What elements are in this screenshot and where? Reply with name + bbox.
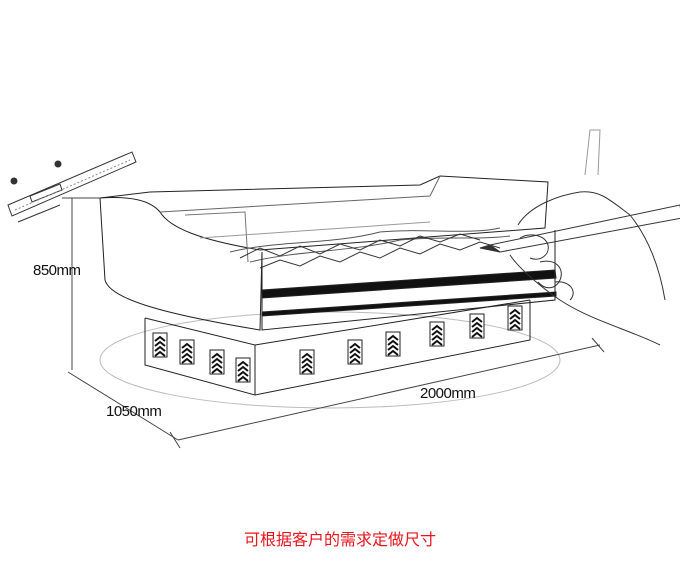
vent-slat — [237, 370, 249, 377]
vent-slat — [387, 334, 399, 341]
hand-with-pencil-icon — [479, 129, 680, 346]
vent-slat — [301, 362, 313, 369]
vent-slat — [237, 365, 249, 372]
vent-slat — [211, 352, 223, 359]
vent-slat — [211, 357, 223, 364]
custom-size-caption: 可根据客户的需求定做尺寸 — [243, 530, 436, 549]
height-dimension-label: 850mm — [33, 262, 81, 279]
vent-slat — [509, 323, 521, 330]
vent-slat — [431, 339, 443, 346]
caliper-icon — [7, 151, 137, 223]
vent-slat — [154, 340, 166, 347]
vent-slat — [154, 335, 166, 342]
vent-slat — [181, 342, 193, 349]
vent-slat — [154, 345, 166, 352]
vent-slat — [387, 339, 399, 346]
vent-slat — [471, 321, 483, 328]
floor-ring — [99, 311, 561, 409]
vent-slat — [471, 326, 483, 333]
vent-slat — [349, 357, 361, 364]
length-dimension-label: 2000mm — [420, 385, 476, 402]
vent-slat — [301, 357, 313, 364]
vent-slat — [154, 350, 166, 357]
vent-slat — [211, 362, 223, 369]
depth-dimension-label: 1050mm — [106, 403, 162, 420]
vent-slat — [471, 316, 483, 323]
vent-slat — [181, 352, 193, 359]
vent-slat — [349, 342, 361, 349]
vent-slat — [181, 357, 193, 364]
vent-slat — [509, 308, 521, 315]
vent-slat — [301, 352, 313, 359]
vent-slat — [431, 334, 443, 341]
vent-slat — [237, 375, 249, 382]
vent-slat — [349, 347, 361, 354]
vent-slat — [237, 360, 249, 367]
dimension-lines — [62, 197, 605, 449]
vent-slat — [431, 324, 443, 331]
display-case — [99, 175, 557, 396]
vent-slat — [301, 367, 313, 374]
vent-slat — [509, 318, 521, 325]
vent-grilles — [152, 305, 523, 383]
vent-slat — [387, 349, 399, 356]
vent-slat — [471, 331, 483, 338]
vent-slat — [509, 313, 521, 320]
vent-slat — [387, 344, 399, 351]
vent-slat — [431, 329, 443, 336]
vent-slat — [181, 347, 193, 354]
vent-slat — [349, 352, 361, 359]
vent-slat — [211, 367, 223, 374]
